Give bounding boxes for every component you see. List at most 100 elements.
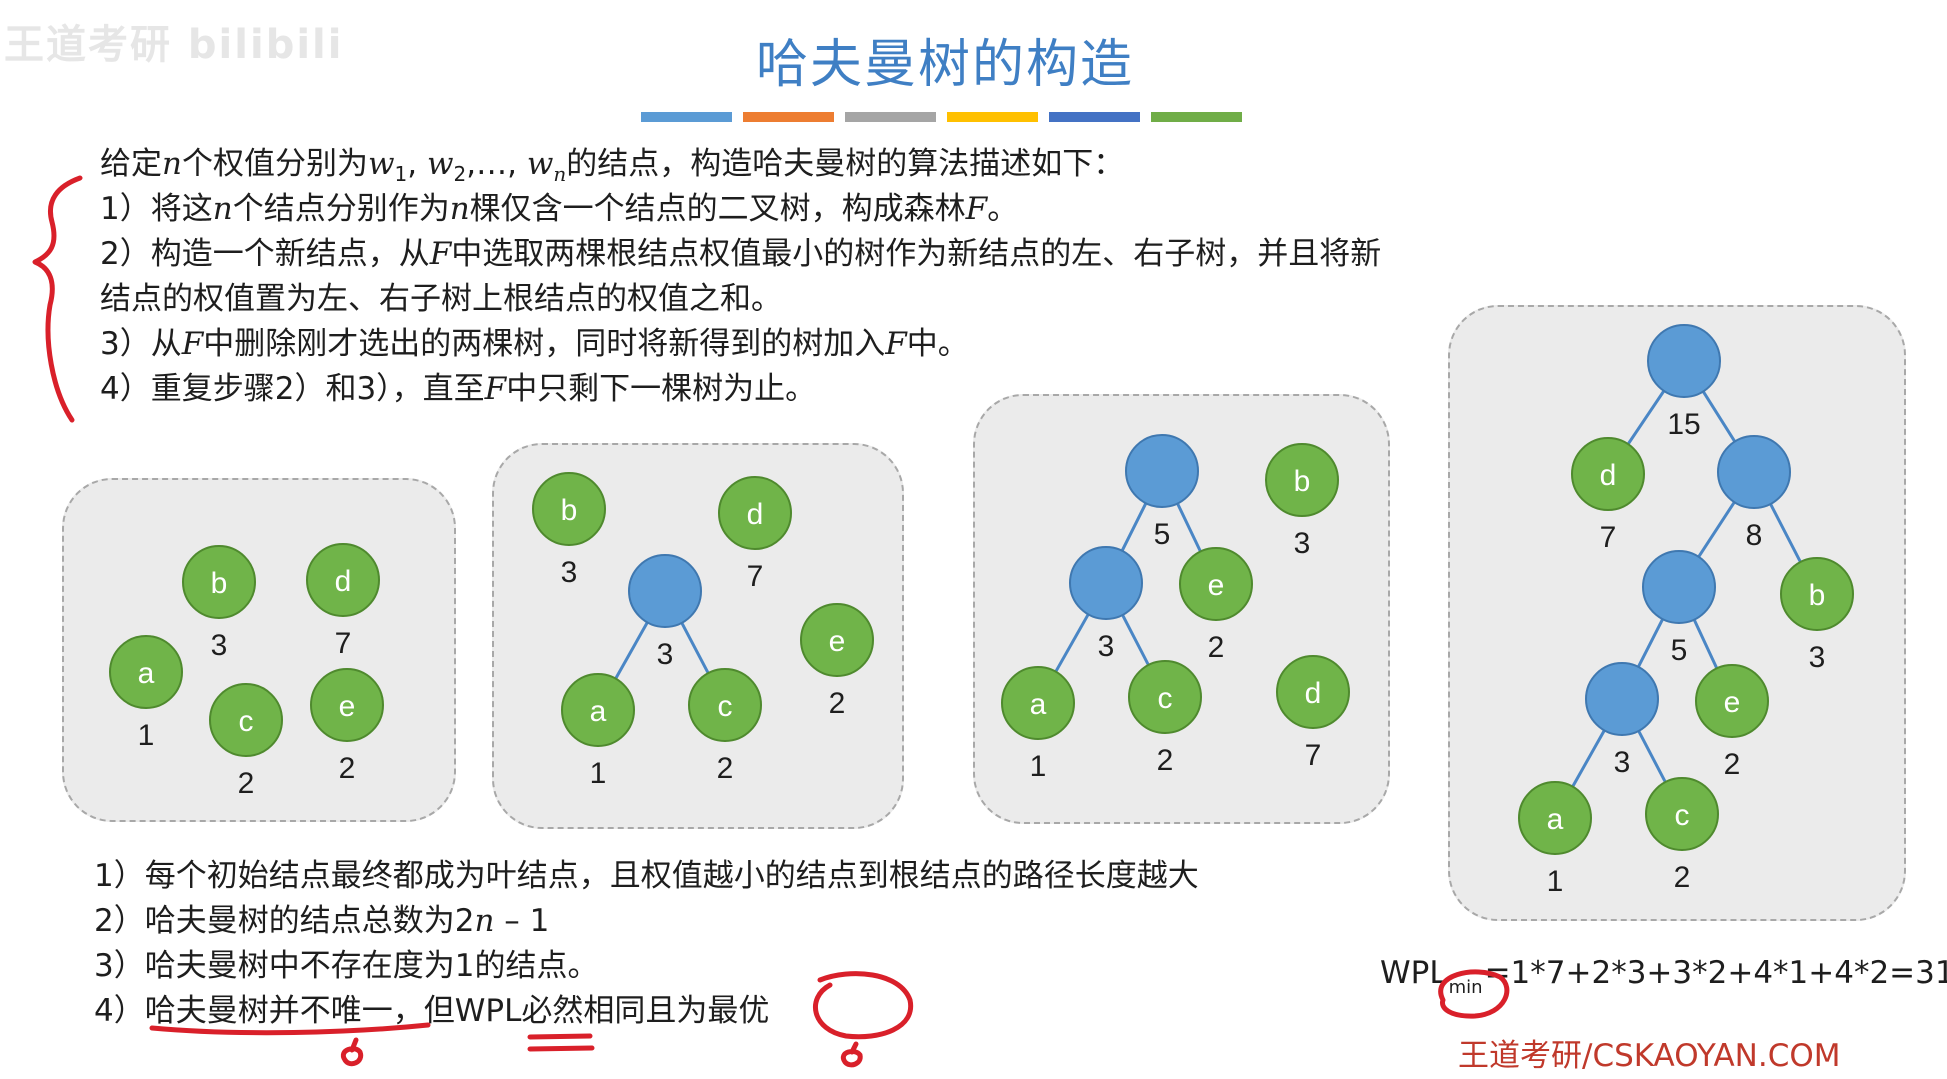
page-title: 哈夫曼树的构造 [755, 35, 1134, 95]
internal-node [628, 554, 702, 628]
node-label: d [1305, 677, 1322, 710]
property-1: 1）每个初始结点最终都成为叶结点，且权值越小的结点到根结点的路径长度越大 [94, 858, 1199, 894]
node-weight: 2 [238, 767, 255, 800]
tree-edge [1176, 502, 1202, 553]
leaf-node-b [1265, 443, 1339, 517]
circle-mark [1438, 969, 1510, 1019]
node-label: b [211, 567, 228, 600]
scribble-mark [340, 1037, 364, 1067]
tree-edge [1054, 613, 1090, 673]
title-color-bar [1049, 112, 1140, 122]
handwritten-annotations [32, 175, 1510, 1068]
node-weight: 3 [1294, 527, 1311, 560]
tree-step-1: a 1 b 3 c 2 d 7 e 2 [109, 543, 384, 800]
scribble-mark [840, 1041, 863, 1068]
node-weight: 2 [1157, 744, 1174, 777]
node-weight: 3 [657, 638, 674, 671]
node-label: e [829, 625, 846, 658]
title-color-bar [845, 112, 936, 122]
node-label: e [339, 690, 356, 723]
leaf-node-c [1645, 777, 1719, 851]
node-weight: 2 [829, 687, 846, 720]
node-label: a [1030, 688, 1047, 721]
node-label: d [747, 498, 764, 531]
tree-edge [1637, 730, 1667, 783]
title-color-bar [1151, 112, 1242, 122]
tree-edge [1692, 619, 1719, 669]
title-color-bar [947, 112, 1038, 122]
leaf-node-e [1179, 547, 1253, 621]
internal-node [1642, 550, 1716, 624]
internal-node [1717, 435, 1791, 509]
node-weight: 7 [1600, 521, 1617, 554]
property-4: 4）哈夫曼树并不唯一，但WPL必然相同且为最优 [94, 993, 770, 1029]
node-label: c [239, 705, 254, 738]
algorithm-step-1: 1）将这n个结点分别作为n棵仅含一个结点的二叉树，构成森林F。 [100, 191, 1019, 227]
leaf-node-d [1571, 437, 1645, 511]
leaf-node-b [182, 545, 256, 619]
node-weight: 1 [1030, 750, 1047, 783]
node-label: a [138, 657, 155, 690]
internal-node [1585, 662, 1659, 736]
leaf-node-b [1780, 557, 1854, 631]
title-color-bar [641, 112, 732, 122]
node-label: c [1675, 799, 1690, 832]
double-underline-mark [527, 1033, 595, 1052]
node-weight: 3 [1809, 641, 1826, 674]
tree-edge [1571, 729, 1606, 788]
tree-edge [1769, 503, 1802, 563]
algorithm-step-4: 4）重复步骤2）和3），直至F中只剩下一棵树为止。 [100, 371, 817, 407]
footer-brand: 王道考研/CSKAOYAN.COM [1458, 1038, 1841, 1074]
leaf-node-b [532, 472, 606, 546]
internal-node [1647, 324, 1721, 398]
circle-mark [812, 971, 914, 1040]
tree-edge [614, 621, 649, 680]
node-label: a [590, 695, 607, 728]
algorithm-step-3: 3）从F中删除刚才选出的两棵树，同时将新得到的树加入F中。 [100, 326, 969, 362]
leaf-node-e [800, 603, 874, 677]
leaf-node-d [718, 476, 792, 550]
node-weight: 7 [335, 627, 352, 660]
leaf-node-a [1001, 666, 1075, 740]
node-weight: 7 [1305, 739, 1322, 772]
node-weight: 5 [1154, 518, 1171, 551]
leaf-node-a [109, 635, 183, 709]
leaf-node-d [1276, 655, 1350, 729]
node-label: b [1809, 579, 1826, 612]
tree-edge [680, 622, 710, 674]
tree-edge [1120, 502, 1148, 552]
internal-node [1069, 546, 1143, 620]
node-label: b [1294, 465, 1311, 498]
leaf-node-a [1518, 781, 1592, 855]
algorithm-intro: 给定n个权值分别为w1, w2,…, wn的结点，构造哈夫曼树的算法描述如下： [100, 146, 1125, 187]
algorithm-step-2: 2）构造一个新结点，从F中选取两棵根结点权值最小的树作为新结点的左、右子树，并且… [100, 236, 1382, 272]
node-label: c [1158, 682, 1173, 715]
tree-edge [1626, 390, 1666, 445]
node-weight: 1 [138, 719, 155, 752]
tree-edge [1697, 501, 1736, 558]
node-weight: 3 [561, 556, 578, 589]
leaf-node-c [688, 668, 762, 742]
node-label: b [561, 494, 578, 527]
tree-edge [1636, 618, 1665, 668]
node-label: d [335, 565, 352, 598]
node-weight: 3 [211, 629, 228, 662]
internal-node [1125, 434, 1199, 508]
leaf-node-e [1695, 664, 1769, 738]
leaf-node-c [1128, 660, 1202, 734]
leaf-node-a [561, 673, 635, 747]
node-weight: 1 [1547, 865, 1564, 898]
node-weight: 2 [1208, 631, 1225, 664]
node-weight: 7 [747, 560, 764, 593]
node-weight: 2 [717, 752, 734, 785]
node-weight: 1 [590, 757, 607, 790]
node-label: a [1547, 803, 1564, 836]
node-weight: 5 [1671, 634, 1688, 667]
leaf-node-c [209, 683, 283, 757]
node-weight: 2 [339, 752, 356, 785]
